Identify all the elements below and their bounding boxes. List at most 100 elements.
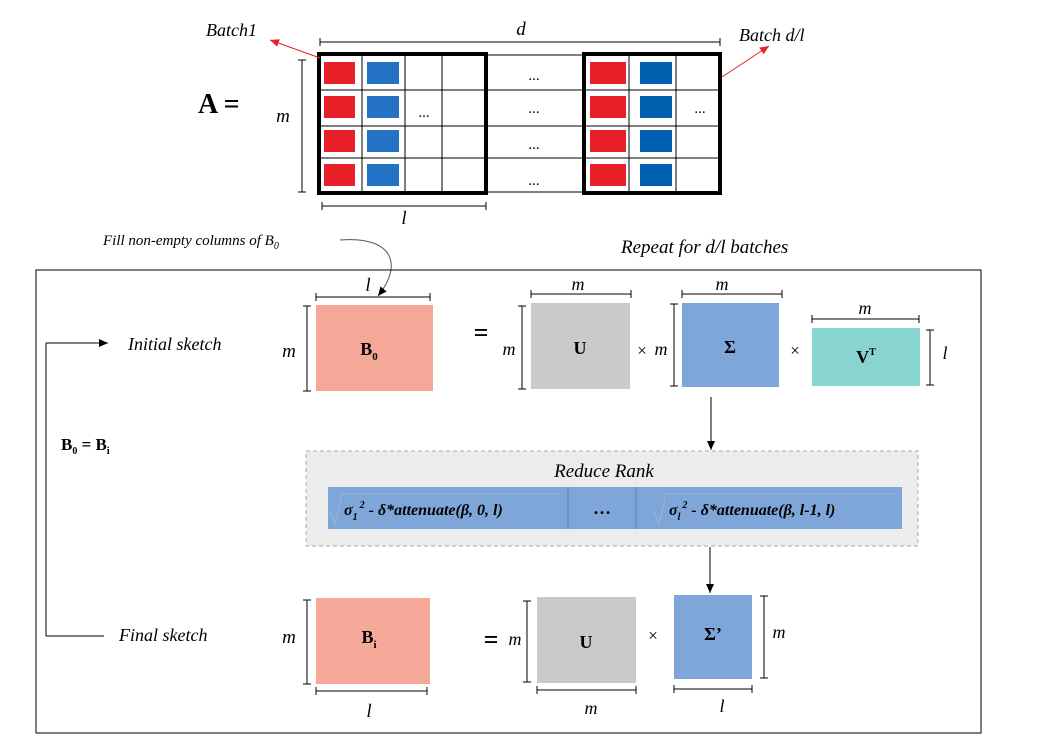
times-sign: × xyxy=(648,626,658,645)
bi-dim-bottom: l xyxy=(366,701,371,722)
svd-row: B0 l m = U m m × Σ m m × xyxy=(282,274,948,392)
initial-sketch-label: Initial sketch xyxy=(127,334,221,354)
fill-caption: Fill non-empty columns of B0 xyxy=(102,233,279,252)
bi-dim-bottom-bracket xyxy=(315,687,428,695)
equals-sign: = xyxy=(484,625,499,654)
final-sketch-label: Final sketch xyxy=(118,625,207,645)
sigma-dim-top-bracket xyxy=(681,290,783,298)
dim-m-label: m xyxy=(276,106,290,127)
ellipsis-cell: ... xyxy=(528,173,539,189)
vt-dim-right-bracket xyxy=(926,329,934,386)
blue-cell xyxy=(640,62,672,84)
red-cell xyxy=(590,62,626,84)
b0-dim-top: l xyxy=(365,275,370,296)
sigma-prime-dim-bottom-bracket xyxy=(673,685,753,693)
b0-dim-top-bracket xyxy=(315,293,431,301)
reduce-cell-last: σl2 - δ*attenuate(β, l-1, l) xyxy=(669,500,835,523)
sigma-matrix xyxy=(682,303,779,387)
final-row: Bi m l = U m m × Σ’ m l xyxy=(282,595,786,722)
sigma-prime-dim-right: m xyxy=(773,622,786,642)
assignment-label: B0 = Bi xyxy=(61,435,110,457)
matrix-a-label: A = xyxy=(198,89,240,120)
u-matrix xyxy=(531,303,630,389)
u-dim-top: m xyxy=(572,274,585,294)
u-dim-left-bracket xyxy=(518,305,526,390)
blue-cell xyxy=(367,164,399,186)
u-final-dim-left: m xyxy=(509,629,522,649)
blue-cell xyxy=(367,130,399,152)
u-final-dim-bottom-bracket xyxy=(536,686,637,694)
batch-last-arrow xyxy=(721,45,770,78)
ellipsis-cell: ... xyxy=(528,68,539,84)
vt-dim-top: m xyxy=(859,298,872,318)
batch-first-arrow xyxy=(269,39,321,59)
vt-dim-top-bracket xyxy=(811,315,920,323)
batch1-cells xyxy=(324,62,399,186)
blue-cell xyxy=(367,62,399,84)
red-cell xyxy=(324,96,355,118)
batch-last-cells xyxy=(590,62,672,186)
sigma-prime-dim-bottom: l xyxy=(719,696,724,716)
blue-cell xyxy=(367,96,399,118)
u-final-dim-bottom: m xyxy=(585,698,598,718)
vt-label: VT xyxy=(856,347,876,367)
blue-cell xyxy=(640,130,672,152)
batch-loop-frame xyxy=(35,269,982,734)
u-final-label: U xyxy=(580,632,593,652)
bi-matrix xyxy=(316,598,430,684)
reduce-rank-block: Reduce Rank σ12 - δ*attenuate(β, 0, l) …… xyxy=(305,450,919,547)
red-cell xyxy=(590,130,626,152)
sigma-prime-label: Σ’ xyxy=(704,624,722,644)
sigma-prime-matrix xyxy=(674,595,752,679)
reduce-cell-middle: … xyxy=(593,498,611,518)
dim-m-bracket xyxy=(298,59,306,193)
sigma-dim-top: m xyxy=(716,274,729,294)
dim-l-bracket xyxy=(321,202,487,210)
dim-d-label: d xyxy=(516,19,526,40)
reduce-cell-first: σ12 - δ*attenuate(β, 0, l) xyxy=(344,500,503,523)
blue-cell xyxy=(640,164,672,186)
ellipsis-cell: ... xyxy=(528,101,539,117)
reduce-rank-title: Reduce Rank xyxy=(553,461,654,482)
ellipsis-cell: ... xyxy=(528,137,539,153)
u-dim-top-bracket xyxy=(530,290,632,298)
sqrt-icon xyxy=(329,493,560,526)
vt-matrix xyxy=(812,328,920,386)
b0-dim-left: m xyxy=(282,341,296,362)
equals-sign: = xyxy=(474,318,489,347)
sigma-dim-left-bracket xyxy=(670,303,678,387)
red-cell xyxy=(590,164,626,186)
b0-dim-left-bracket xyxy=(303,305,311,392)
u-matrix-final xyxy=(537,597,636,683)
sqrt-icon xyxy=(653,493,898,526)
sigma-prime-dim-right-bracket xyxy=(760,595,768,679)
red-cell xyxy=(324,62,355,84)
matrix-a: A = xyxy=(198,19,805,229)
bi-dim-left: m xyxy=(282,627,296,648)
loop-path xyxy=(45,339,108,637)
dim-d-bracket xyxy=(319,38,721,46)
batch-first-label: Batch1 xyxy=(206,20,257,40)
vt-dim-right: l xyxy=(942,343,947,363)
times-sign: × xyxy=(637,341,647,360)
b0-label: B0 xyxy=(360,339,378,363)
batch-last-label: Batch d/l xyxy=(739,25,805,45)
b0-matrix xyxy=(316,305,433,391)
dim-l-label: l xyxy=(401,208,406,229)
repeat-caption: Repeat for d/l batches xyxy=(620,237,788,258)
bi-label: Bi xyxy=(361,627,376,651)
u-label: U xyxy=(574,338,587,358)
fill-curve-arrow xyxy=(339,239,392,297)
batch-last-border xyxy=(582,52,722,195)
ellipsis-cell: ... xyxy=(418,105,429,121)
red-cell xyxy=(324,130,355,152)
u-dim-left: m xyxy=(503,339,516,359)
red-cell xyxy=(324,164,355,186)
u-final-dim-left-bracket xyxy=(523,600,531,683)
batch1-border xyxy=(317,52,488,195)
blue-cell xyxy=(640,96,672,118)
sigma-dim-left: m xyxy=(655,339,668,359)
bi-dim-left-bracket xyxy=(303,599,311,685)
ellipsis-cell: ... xyxy=(694,101,705,117)
